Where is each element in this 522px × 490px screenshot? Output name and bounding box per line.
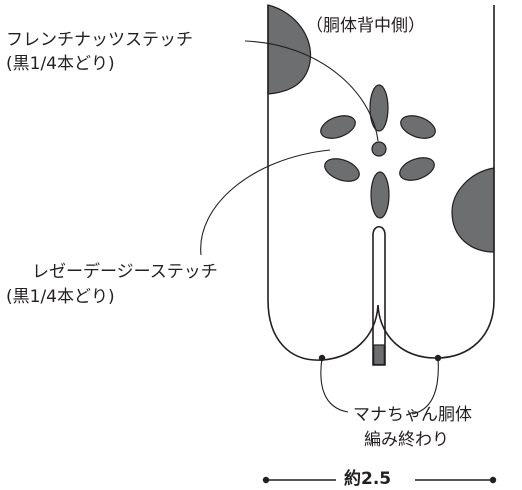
label-lazy-daisy-thread: (黒1/4本どり) <box>6 287 115 307</box>
label-dimension: 約2.5 <box>344 469 392 489</box>
leader-french-knot <box>244 40 379 142</box>
petal-upper-right <box>400 115 436 139</box>
petal-bottom <box>370 171 390 219</box>
label-body-back-side: （胴体背中側） <box>306 16 425 36</box>
leader-body-end <box>320 357 439 415</box>
body-outline <box>267 5 495 361</box>
dimension-end-right <box>489 476 497 484</box>
lazy-daisy-flower <box>320 84 436 219</box>
body-end-dot-right <box>434 354 442 362</box>
petal-lower-left <box>324 158 360 182</box>
dimension-end-left <box>262 476 270 484</box>
label-french-knot-thread: (黒1/4本どり) <box>6 54 115 74</box>
slit-gray-end <box>373 344 385 366</box>
body-end-dot-left <box>318 354 326 362</box>
label-french-knot: フレンチナッツステッチ <box>6 30 193 50</box>
label-lazy-daisy: レゼーデージーステッチ <box>32 262 218 282</box>
label-body-end-1: マナちゃん胴体 <box>353 405 472 425</box>
center-slit <box>372 225 386 366</box>
gray-spot-right <box>451 167 495 253</box>
petal-top <box>369 84 389 132</box>
leader-lazy-daisy <box>200 149 331 256</box>
gray-spot-top-left <box>267 4 312 95</box>
petal-lower-right <box>399 157 435 181</box>
petal-upper-left <box>320 115 356 139</box>
french-knot <box>371 141 387 157</box>
label-body-end-2: 編み終わり <box>364 430 449 450</box>
